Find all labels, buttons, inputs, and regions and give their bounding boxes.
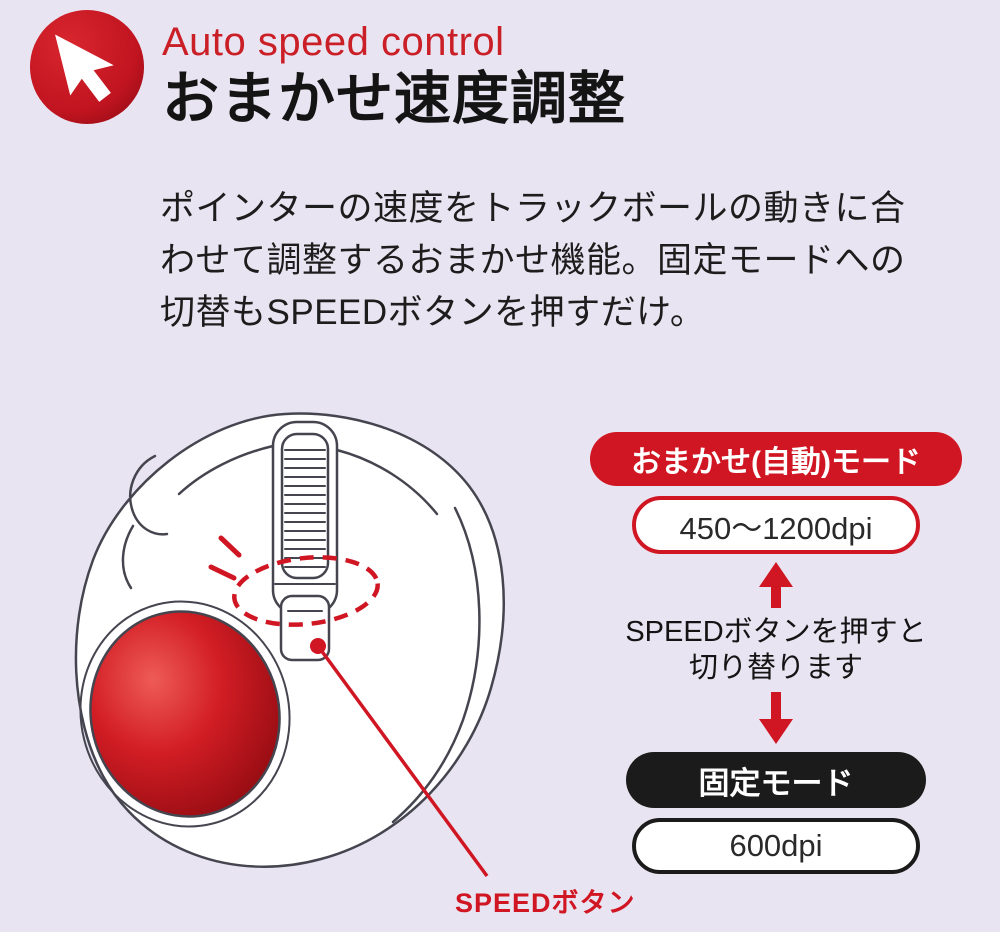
auto-mode-dpi-pill: 450〜1200dpi <box>632 496 920 554</box>
cursor-badge <box>29 9 145 125</box>
mode-switch-flow: おまかせ(自動)モード 450〜1200dpi SPEEDボタンを押すと 切り替… <box>590 432 962 874</box>
side-button-lower <box>121 524 135 590</box>
scroll-wheel <box>280 432 330 580</box>
button-seam-left <box>177 444 275 496</box>
feature-title: おまかせ速度調整 <box>162 67 626 131</box>
cursor-arrow-icon <box>55 34 114 102</box>
switch-note-line-2: 切り替ります <box>688 652 863 684</box>
trackball <box>89 610 281 818</box>
trackball-mouse-illustration <box>74 412 505 878</box>
switch-note: SPEEDボタンを押すと 切り替ります <box>625 614 926 686</box>
side-button-upper <box>128 454 169 536</box>
switch-note-line-1: SPEEDボタンを押すと <box>625 616 927 648</box>
emphasis-marks <box>208 535 242 581</box>
arrow-down-icon <box>759 692 793 744</box>
feature-subtitle-en: Auto speed control <box>162 20 505 64</box>
description-line-2: わせて調整するおまかせ機能。固定モードへの <box>160 241 906 280</box>
header: Auto speed control おまかせ速度調整 <box>162 18 626 132</box>
feature-description: ポインターの速度をトラックボールの動きに合 わせて調整するおまかせ機能。固定モー… <box>160 183 1000 339</box>
fixed-mode-pill: 固定モード <box>626 752 926 808</box>
fixed-mode-dpi-pill: 600dpi <box>632 818 920 874</box>
button-seam-right <box>335 448 439 516</box>
auto-mode-pill: おまかせ(自動)モード <box>590 432 962 486</box>
description-line-3: 切替もSPEEDボタンを押すだけ。 <box>160 293 706 332</box>
trackball-socket <box>79 600 291 828</box>
callout-line <box>316 644 489 878</box>
speed-button-label: SPEEDボタン <box>455 888 636 918</box>
description-line-1: ポインターの速度をトラックボールの動きに合 <box>160 189 906 228</box>
mouse-side-contour <box>391 506 481 824</box>
arrow-up-icon <box>759 562 793 608</box>
